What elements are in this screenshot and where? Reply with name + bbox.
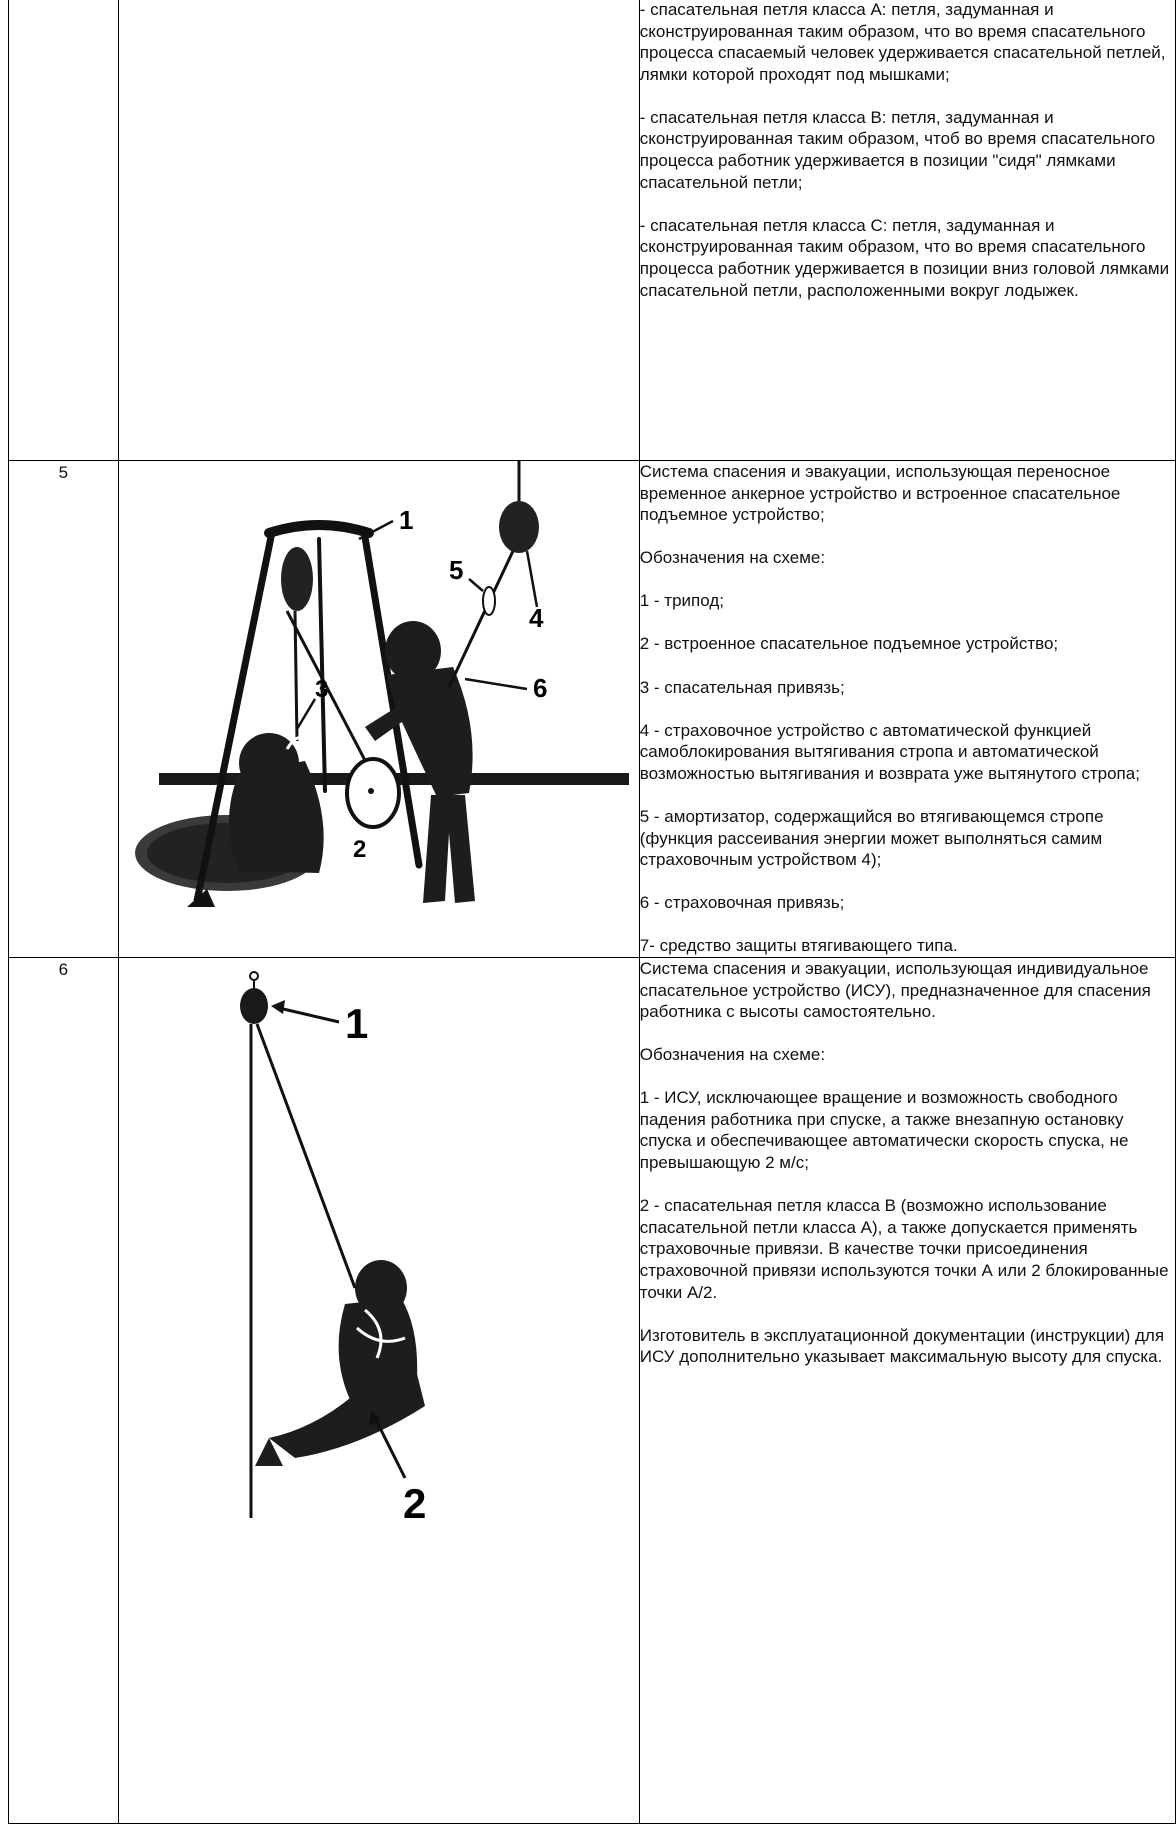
paragraph: Обозначения на схеме: (639, 548, 826, 568)
paragraph: 7- средство защиты втягивающего типа. (639, 936, 958, 956)
figure-cell: 1 2 3 4 5 6 (117, 460, 640, 958)
paragraph: 3 - спасательная привязь; (639, 677, 845, 697)
table-row: 5 (8, 460, 1176, 958)
winch-unit (280, 547, 313, 611)
figure-cell: 1 2 (117, 956, 640, 1824)
tripod (193, 520, 423, 905)
paragraph: Система спасения и эвакуации, использующ… (639, 958, 1151, 1022)
row-number-cell (8, 0, 119, 461)
paragraph: - спасательная петля класса С: петля, за… (639, 215, 1170, 300)
fall-arrester (498, 501, 539, 553)
callout-label: 6 (533, 673, 547, 703)
descent-rope (255, 1023, 357, 1289)
document-table: - спасательная петля класса А: петля, за… (8, 0, 1176, 1824)
energy-absorber (481, 586, 496, 616)
paragraph: - спасательная петля класса А: петля, за… (639, 0, 1166, 84)
tripod-rescue-diagram: 1 2 3 4 5 6 (134, 461, 629, 907)
descending-person (254, 1259, 425, 1466)
paragraph: Изготовитель в эксплуатационной документ… (639, 1325, 1165, 1367)
description-cell: Система спасения и эвакуации, использующ… (638, 460, 1176, 958)
rescuer-person (364, 621, 475, 903)
paragraph: - спасательная петля класса В: петля, за… (639, 107, 1156, 192)
description-cell: - спасательная петля класса А: петля, за… (638, 0, 1176, 461)
figure-cell (117, 0, 640, 461)
description-cell: Система спасения и эвакуации, использующ… (638, 956, 1176, 1824)
callout-label: 2 (353, 836, 366, 863)
callout-label: 2 (403, 1480, 426, 1518)
callout-label: 4 (529, 603, 544, 633)
paragraph: 1 - ИСУ, исключающее вращение и возможно… (639, 1088, 1129, 1173)
callout-label: 1 (399, 505, 413, 535)
callout-label: 5 (449, 555, 463, 585)
paragraph: Система спасения и эвакуации, использующ… (639, 462, 1121, 525)
row-number-cell: 5 (8, 460, 119, 958)
paragraph: 2 - спасательная петля класса В (возможн… (639, 1196, 1169, 1302)
table-row: 6 (8, 956, 1176, 1824)
callout-label: 3 (315, 676, 328, 703)
paragraph: 5 - амортизатор, содержащийся во втягива… (639, 806, 1104, 870)
personal-rescue-device-diagram: 1 2 (239, 970, 426, 1527)
paragraph: 4 - страховочное устройство с автоматиче… (639, 720, 1140, 783)
rescued-person (228, 733, 324, 873)
paragraph: Обозначения на схеме: (639, 1045, 826, 1065)
row-number-cell: 6 (8, 956, 119, 1824)
paragraph: 2 - встроенное спасательное подъемное ус… (639, 634, 1059, 654)
paragraph: 1 - трипод; (639, 591, 724, 611)
callout-label: 1 (345, 1000, 368, 1047)
personal-rescue-device (239, 987, 268, 1024)
tripod-foot (186, 889, 215, 907)
paragraph: 6 - страховочная привязь; (639, 893, 845, 913)
table-row: - спасательная петля класса А: петля, за… (8, 0, 1176, 461)
